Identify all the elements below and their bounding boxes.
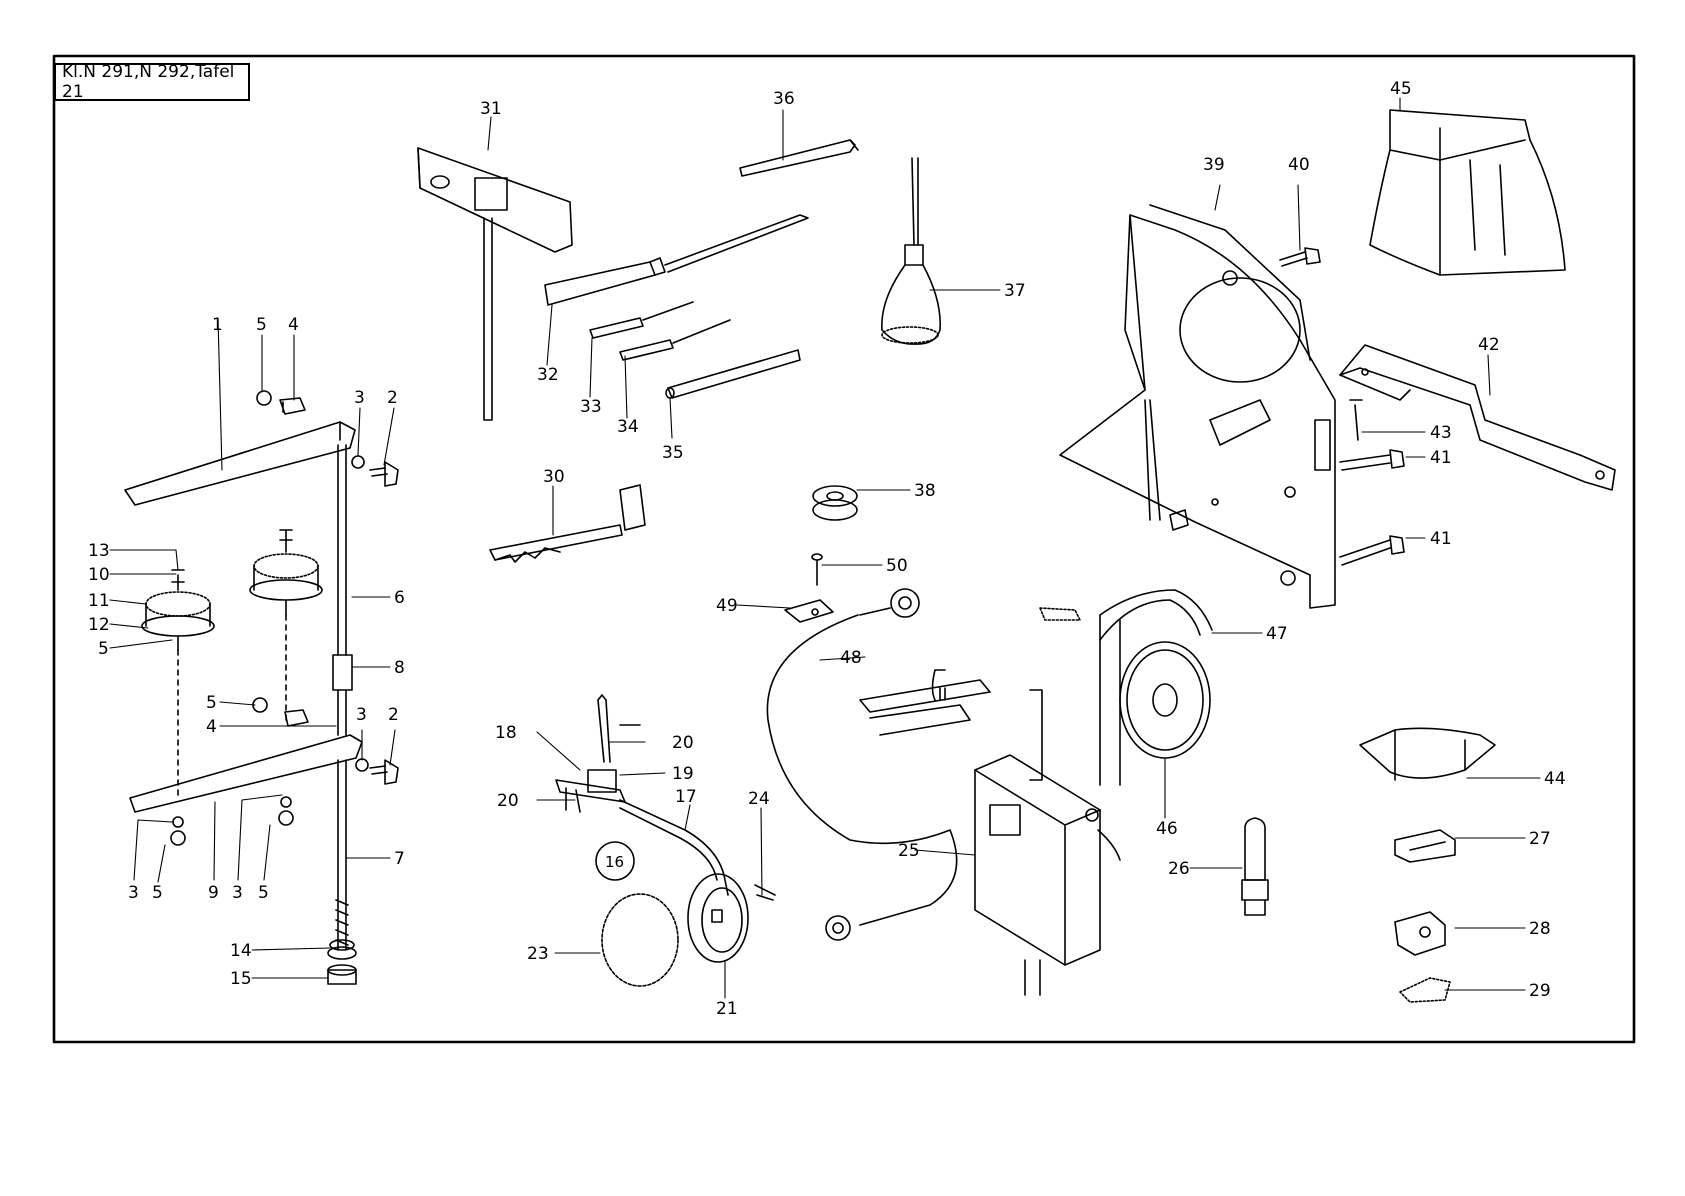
label-8: 8 xyxy=(394,658,405,678)
label-29: 29 xyxy=(1529,981,1551,1001)
label-34: 34 xyxy=(617,417,639,437)
label-50: 50 xyxy=(886,556,908,576)
label-39: 39 xyxy=(1203,155,1225,175)
label-1: 1 xyxy=(212,315,223,335)
label-28: 28 xyxy=(1529,919,1551,939)
label-5d: 5 xyxy=(152,883,163,903)
label-4: 4 xyxy=(288,315,299,335)
label-26: 26 xyxy=(1168,859,1190,879)
label-10: 10 xyxy=(88,565,110,585)
label-6: 6 xyxy=(394,588,405,608)
sheet-title-box: Kl.N 291,N 292,Tafel 21 xyxy=(54,63,250,101)
label-5b: 5 xyxy=(98,639,109,659)
label-46: 46 xyxy=(1156,819,1178,839)
part-labels: 1 5 4 3 2 13 10 11 12 5 6 8 5 4 3 2 7 3 … xyxy=(88,79,1566,1019)
label-24: 24 xyxy=(748,789,770,809)
label-3: 3 xyxy=(354,388,365,408)
label-12: 12 xyxy=(88,615,110,635)
label-41b: 41 xyxy=(1430,529,1452,549)
label-37: 37 xyxy=(1004,281,1026,301)
label-3b: 3 xyxy=(356,705,367,725)
belt-guard xyxy=(1060,205,1335,608)
motor-group xyxy=(767,589,1120,995)
label-15: 15 xyxy=(230,969,252,989)
screws-right xyxy=(1280,248,1404,565)
label-5c: 5 xyxy=(206,693,217,713)
label-36: 36 xyxy=(773,89,795,109)
label-32: 32 xyxy=(537,365,559,385)
label-40: 40 xyxy=(1288,155,1310,175)
label-48: 48 xyxy=(840,648,862,668)
label-20b: 20 xyxy=(497,791,519,811)
label-43: 43 xyxy=(1430,423,1452,443)
label-5: 5 xyxy=(256,315,267,335)
bracket-42 xyxy=(1340,345,1615,490)
dust-cover xyxy=(1370,110,1565,275)
label-7: 7 xyxy=(394,849,405,869)
label-31: 31 xyxy=(480,99,502,119)
label-21: 21 xyxy=(716,999,738,1019)
label-49: 49 xyxy=(716,596,738,616)
label-33: 33 xyxy=(580,397,602,417)
lamp-holder-group xyxy=(556,695,775,986)
label-38: 38 xyxy=(914,481,936,501)
label-17: 17 xyxy=(675,787,697,807)
belt-and-pulley xyxy=(1040,590,1212,785)
label-4b: 4 xyxy=(206,717,217,737)
label-19: 19 xyxy=(672,764,694,784)
label-13: 13 xyxy=(88,541,110,561)
label-23: 23 xyxy=(527,944,549,964)
label-2: 2 xyxy=(387,388,398,408)
label-45: 45 xyxy=(1390,79,1412,99)
label-20: 20 xyxy=(672,733,694,753)
small-parts-center xyxy=(785,158,940,622)
leader-lines-stand xyxy=(110,318,395,978)
label-27: 27 xyxy=(1529,829,1551,849)
drawing-frame xyxy=(54,56,1634,1042)
label-44: 44 xyxy=(1544,769,1566,789)
label-18: 18 xyxy=(495,723,517,743)
sheet-title: Kl.N 291,N 292,Tafel 21 xyxy=(62,62,248,102)
label-25: 25 xyxy=(898,841,920,861)
label-3c: 3 xyxy=(128,883,139,903)
label-16: 16 xyxy=(605,853,624,871)
label-35: 35 xyxy=(662,443,684,463)
label-9: 9 xyxy=(208,883,219,903)
label-42: 42 xyxy=(1478,335,1500,355)
tools-group xyxy=(418,140,858,562)
leader-lines-misc xyxy=(488,98,1540,998)
label-47: 47 xyxy=(1266,624,1288,644)
label-30: 30 xyxy=(543,467,565,487)
label-3d: 3 xyxy=(232,883,243,903)
label-14: 14 xyxy=(230,941,252,961)
label-41: 41 xyxy=(1430,448,1452,468)
label-11: 11 xyxy=(88,591,110,611)
small-parts-right xyxy=(1242,728,1495,1002)
label-5e: 5 xyxy=(258,883,269,903)
label-2b: 2 xyxy=(388,705,399,725)
